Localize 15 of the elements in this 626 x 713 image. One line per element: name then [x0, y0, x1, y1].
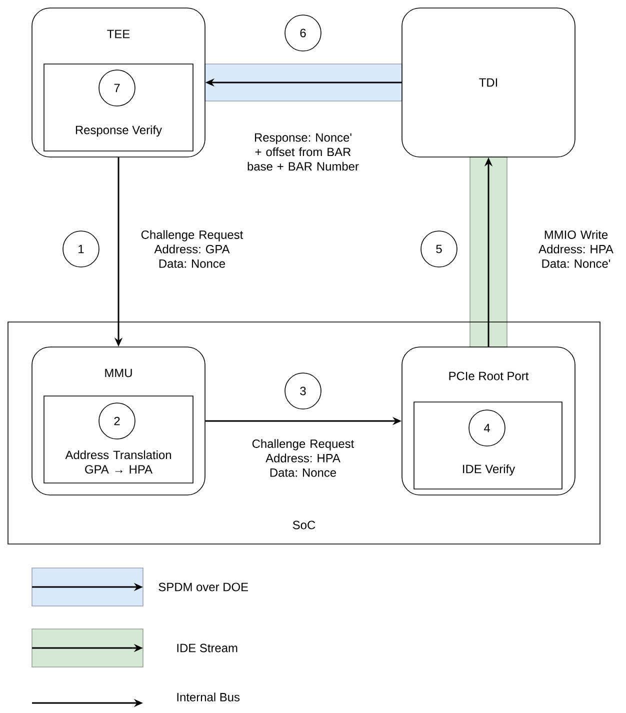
step-number: 1	[62, 230, 100, 268]
step-number: 7	[98, 70, 136, 106]
edge-label: Challenge Request Address: HPA Data: Nonce	[237, 438, 369, 478]
edge-label: Challenge Request Address: GPA Data: Nonce	[131, 229, 253, 269]
step-number: 5	[420, 230, 458, 268]
edge-label: MMIO Write Address: HPA Data: Nonce'	[527, 229, 625, 269]
legend-label: SPDM over DOE	[158, 582, 248, 592]
step-number: 4	[468, 410, 506, 446]
component-box: TDI	[402, 8, 576, 158]
edge-label: Response: Nonce' + offset from BAR base + BAR Number	[237, 132, 369, 172]
step-number: 6	[284, 14, 322, 52]
step-number: 3	[284, 372, 322, 410]
step-number: 2	[98, 402, 136, 440]
legend-label: Internal Bus	[177, 692, 240, 702]
legend-label: IDE Stream	[177, 644, 238, 652]
